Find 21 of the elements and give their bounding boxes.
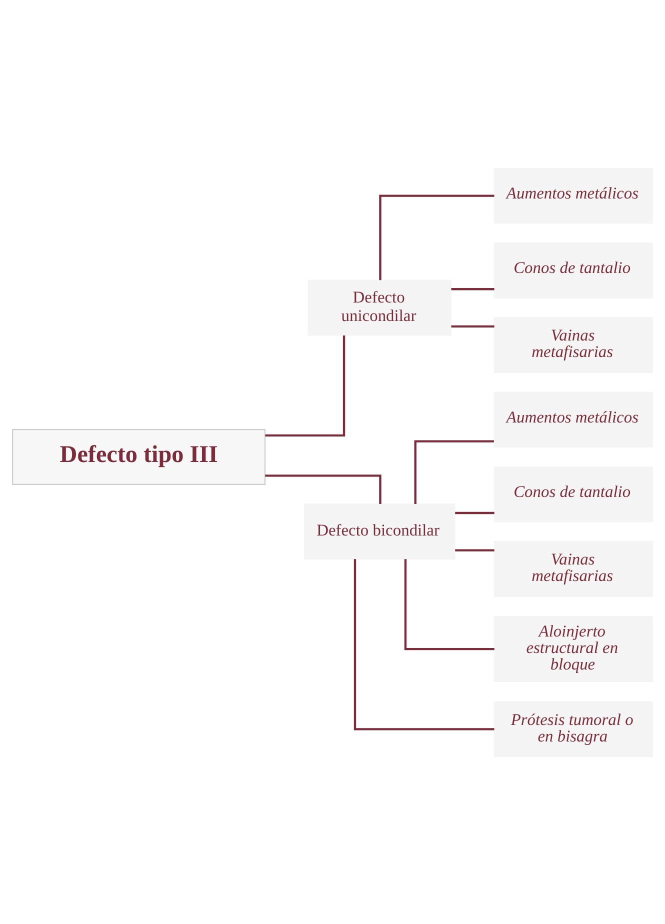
node-box: Conos de tantalio: [494, 466, 653, 522]
connector: [455, 511, 494, 514]
connector: [451, 288, 494, 290]
connector: [455, 548, 494, 551]
connector: [451, 324, 494, 328]
node-box: Aumentos metálicos: [494, 391, 653, 448]
connector: [414, 440, 494, 504]
node-box: Defecto bicondilar: [304, 503, 456, 560]
node-box: Vainas metafisarias: [494, 540, 653, 596]
node-box: Defecto tipo III: [12, 428, 266, 484]
node-box: Defecto unicondilar: [308, 279, 452, 336]
connector: [379, 194, 494, 280]
node-box: Prótesis tumoral o en bisagra: [494, 700, 653, 757]
node-box: Aloinjerto estructural en bloque: [494, 616, 653, 682]
node-box: Vainas metafisarias: [494, 316, 653, 373]
connector: [404, 558, 494, 650]
connector: [265, 334, 346, 436]
node-box: Aumentos metálicos: [494, 167, 653, 224]
connector: [265, 474, 382, 504]
connector: [354, 558, 494, 730]
node-box: Conos de tantalio: [494, 242, 653, 298]
